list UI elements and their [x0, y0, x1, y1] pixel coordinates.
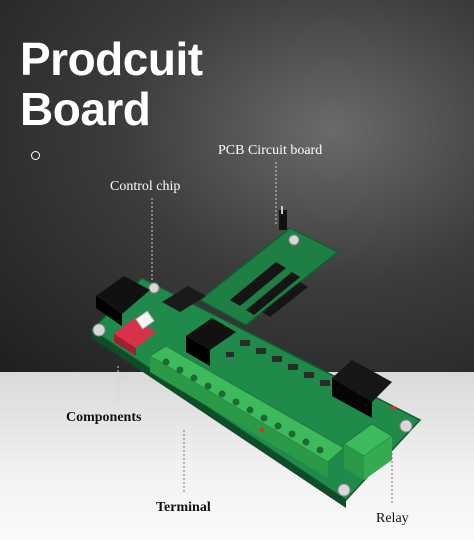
title-line-1: Prodcuit	[20, 33, 203, 85]
title-line-2: Board	[20, 83, 151, 135]
callout-pcb-circuit-board: PCB Circuit board	[218, 143, 323, 158]
callout-relay: Relay	[376, 511, 409, 526]
pcb-main	[90, 206, 422, 508]
callout-terminal: Terminal	[156, 500, 211, 515]
callout-control-chip: Control chip	[110, 179, 181, 194]
callout-components: Components	[66, 410, 142, 425]
circle-marker-icon	[31, 151, 40, 160]
